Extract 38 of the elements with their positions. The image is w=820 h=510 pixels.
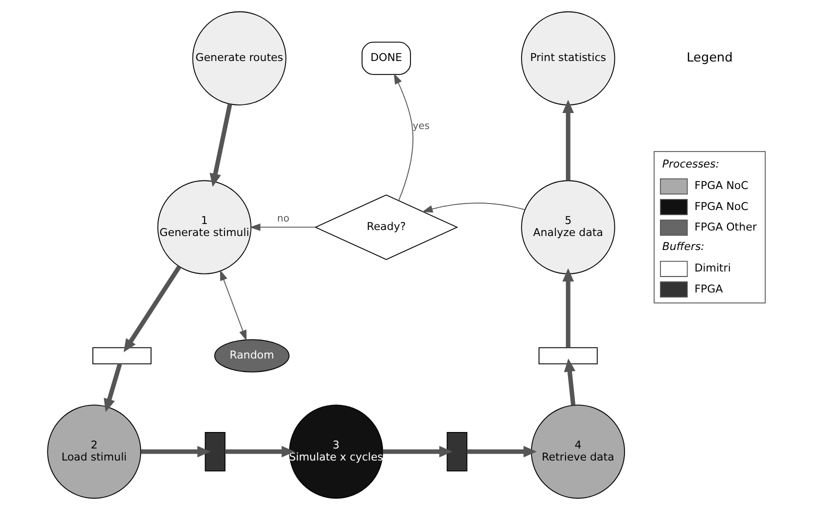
legend-label: FPGA Other (694, 220, 757, 234)
edge-label: no (277, 214, 290, 225)
arrow (210, 104, 232, 187)
arrow (564, 358, 576, 406)
label: Buffers: (662, 240, 704, 254)
node-box (538, 347, 598, 364)
node-circle: Print statistics (521, 11, 616, 106)
label: Legend (686, 50, 733, 65)
legend-label: Dimitri (694, 262, 731, 275)
arrow (466, 446, 537, 458)
legend-label: FPGA NoC (694, 179, 748, 192)
arrow (422, 202, 526, 213)
node-ellipse: Random (214, 339, 290, 372)
arrow (562, 268, 574, 348)
arrow (562, 100, 574, 180)
arrow (382, 446, 452, 458)
legend-label: FPGA (694, 282, 723, 296)
node-circle: 3 Simulate x cycles (289, 404, 384, 499)
legend-label: FPGA NoC (694, 200, 748, 213)
arrow (104, 363, 122, 412)
node-circle: 1 Generate stimuli (157, 180, 252, 274)
node-circle: 5 Analyze data (521, 180, 616, 274)
arrow (140, 446, 211, 458)
node-box: DONE (362, 42, 411, 75)
node-circle: Generate routes (192, 11, 286, 106)
edge-label: yes (412, 120, 430, 132)
node-box (92, 347, 152, 364)
arrow (394, 73, 414, 201)
label: Processes: (662, 158, 720, 171)
arrow (220, 270, 247, 341)
arrow (250, 223, 316, 231)
node-circle: 2 Load stimuli (47, 404, 142, 499)
arrow (124, 266, 182, 352)
node-circle: 4 Retrieve data (530, 404, 626, 499)
node-bar (446, 432, 468, 472)
node-diamond: Ready? (314, 194, 458, 260)
node-bar (204, 432, 226, 472)
arrow (225, 446, 295, 458)
